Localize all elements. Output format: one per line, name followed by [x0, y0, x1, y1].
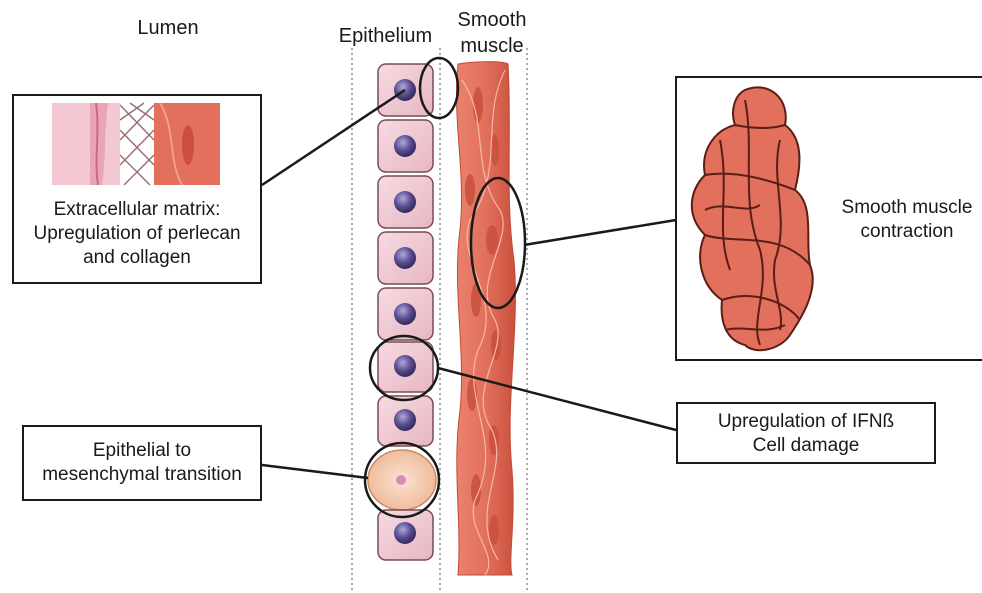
ecm-text-line2: Upregulation of perlecan: [14, 222, 260, 246]
ecm-text-line1: Extracellular matrix:: [14, 198, 260, 222]
epithelial-cells: [368, 64, 436, 560]
ifn-text-line1: Upregulation of IFNß: [678, 410, 934, 434]
lumen-label: Lumen: [128, 16, 208, 40]
contraction-text-line2: contraction: [827, 220, 982, 244]
epithelium-label: Epithelium: [328, 24, 443, 48]
ecm-text-line3: and collagen: [14, 246, 260, 270]
smooth-muscle-label-line2: muscle: [447, 34, 537, 58]
ifn-callout-box: Upregulation of IFNß Cell damage: [676, 402, 936, 464]
contraction-text-line1: Smooth muscle: [827, 196, 982, 220]
ifn-text-line2: Cell damage: [678, 434, 934, 458]
smooth-muscle-strip: [456, 62, 515, 575]
emt-text-line1: Epithelial to: [24, 439, 260, 463]
ecm-callout-box: Extracellular matrix: Upregulation of pe…: [12, 94, 262, 284]
smooth-muscle-label-line1: Smooth: [447, 8, 537, 32]
emt-callout-box: Epithelial to mesenchymal transition: [22, 425, 262, 501]
emt-text-line2: mesenchymal transition: [24, 463, 260, 487]
contraction-callout-box: Smooth muscle contraction: [675, 76, 982, 361]
